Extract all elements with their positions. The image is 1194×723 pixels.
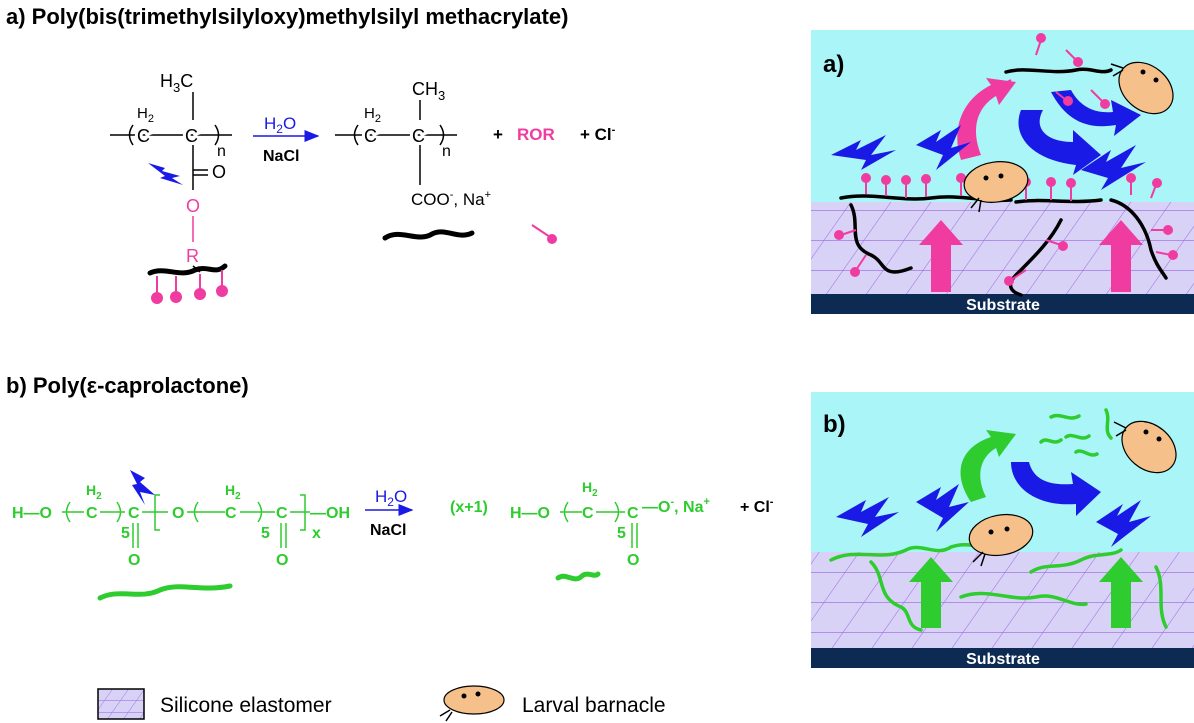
lightning-icon [1081, 145, 1146, 190]
section-a-title: a) Poly(bis(trimethylsilyloxy)methylsily… [6, 4, 569, 29]
polymer-chains [839, 67, 1168, 297]
lightning-icon [148, 163, 183, 185]
reaction-a-scheme: H3C H2 C C n O O R H2O NaCl CH3 H2 C C n… [110, 71, 616, 304]
polymer-fragment [555, 571, 601, 582]
polymer-chain [382, 229, 475, 241]
h2o-label: H2O [264, 114, 296, 136]
pendant-groups [834, 33, 1178, 286]
polymer-chain [147, 263, 228, 276]
carbonyl-o: O [128, 552, 140, 569]
carbon-label: C [185, 126, 198, 146]
hydroxyl-start: H—O [12, 505, 52, 522]
carbon-label: C [128, 505, 140, 522]
carbon-label: C [582, 505, 594, 522]
subscript-5: 5 [261, 525, 270, 542]
up-arrow-icon [919, 220, 963, 292]
up-arrow-icon [1099, 557, 1143, 628]
barnacle-icon [1110, 61, 1174, 115]
lightning-icon [1096, 500, 1151, 547]
barnacle-icon [1113, 420, 1177, 474]
hydroxyl-start: H—O [510, 505, 550, 522]
ester-o: O [186, 196, 200, 216]
r-group: R [186, 246, 199, 266]
section-b-title: b) Poly(ε-caprolactone) [6, 373, 249, 398]
release-arrow-icon [960, 430, 1016, 502]
substrate-bar [811, 294, 1194, 314]
release-arrow-icon [1051, 90, 1141, 136]
ror-label: ROR [517, 125, 555, 144]
lightning-icon [916, 125, 971, 170]
substrate-bar [811, 648, 1194, 668]
subscript-5: 5 [617, 525, 626, 542]
ester-o: O [172, 505, 184, 522]
chloride-label: + Cl- [740, 496, 774, 516]
release-arrow-icon [957, 78, 1016, 160]
silicone-elastomer [811, 552, 1194, 648]
panel-a-label: a) [823, 51, 844, 78]
pendant-icon [547, 234, 557, 244]
substrate-label: Substrate [966, 651, 1040, 668]
silicone-legend-label: Silicone elastomer [160, 694, 332, 717]
chloride-label: + Cl- [580, 124, 616, 144]
nacl-label: NaCl [370, 522, 406, 539]
polymer-chain [97, 583, 233, 601]
h2-label: H2 [364, 105, 381, 125]
h2-label: H2 [86, 482, 102, 502]
h2-label: H2 [137, 105, 154, 125]
reaction-b-scheme: H—O H2 C 5 C O O H2 C 5 C O x —OH H2O Na… [12, 470, 774, 601]
carbonyl-o: O [627, 552, 639, 569]
h2-label: H2 [582, 479, 598, 499]
up-arrow-icon [909, 557, 953, 628]
lightning-icon [916, 484, 969, 532]
carboxylate-end: —O-, Na+ [642, 496, 710, 516]
panel-b-illustration: Substrate b) [811, 392, 1194, 668]
panel-a-illustration: Substrate a) [811, 30, 1194, 314]
barnacle-legend-label: Larval barnacle [522, 694, 666, 717]
n-subscript: n [442, 143, 451, 160]
subscript-x: x [312, 525, 321, 542]
nacl-label: NaCl [263, 148, 299, 165]
subscript-5: 5 [121, 525, 130, 542]
carbon-label: C [86, 505, 98, 522]
carbon-label: C [364, 126, 377, 146]
carbon-label: C [627, 505, 639, 522]
barnacle-icon [968, 513, 1034, 567]
carbonyl-o: O [276, 552, 288, 569]
carboxylate-label: COO-, Na+ [411, 189, 491, 209]
release-arrow-icon [1018, 110, 1101, 175]
up-arrow-icon [1099, 220, 1143, 292]
panel-b-label: b) [823, 411, 846, 438]
carbon-label: C [276, 505, 288, 522]
carbon-label: C [137, 126, 150, 146]
methyl-left-label: H3C [160, 71, 193, 95]
pendant-icon [531, 224, 551, 238]
carbonyl-o: O [212, 162, 226, 182]
n-subscript: n [217, 143, 226, 160]
h2o-label: H2O [375, 487, 407, 509]
pendant-groups [151, 270, 228, 304]
substrate-label: Substrate [966, 297, 1040, 314]
plus-sign: + [493, 125, 503, 144]
h2-label: H2 [225, 482, 241, 502]
lightning-icon [836, 497, 899, 537]
carbon-label: C [412, 126, 425, 146]
hydroxyl-end: —OH [310, 505, 350, 522]
coefficient-label: (x+1) [450, 499, 488, 516]
methyl-right-label: CH3 [412, 79, 445, 103]
barnacle-legend-icon [439, 685, 505, 722]
lightning-icon [130, 470, 155, 505]
release-arrow-icon [1011, 462, 1101, 516]
carbon-label: C [225, 505, 237, 522]
lightning-icon [831, 135, 896, 170]
barnacle-icon [963, 161, 1029, 213]
silicone-legend-swatch [97, 688, 145, 720]
